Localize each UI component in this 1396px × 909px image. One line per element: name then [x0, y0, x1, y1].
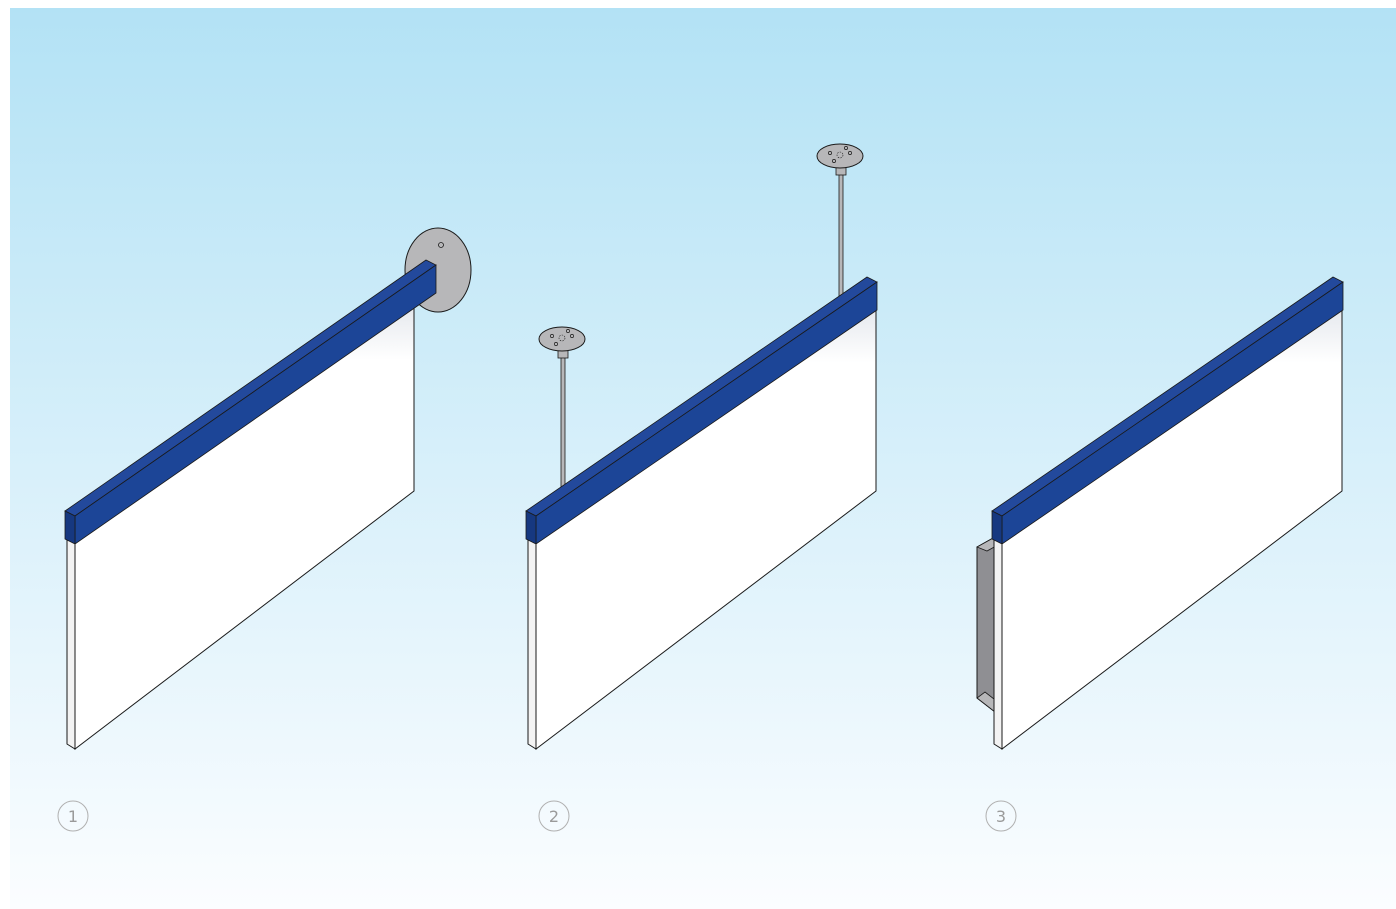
number-text: 1: [68, 807, 78, 826]
variant-1-wall-mount: [64, 227, 472, 751]
plate-screw-icon: [566, 329, 570, 333]
panel-edge: [527, 537, 537, 750]
suspension-rod-left: [560, 354, 566, 496]
plate-center-icon: [558, 334, 566, 342]
variant-number-3: 3: [985, 800, 1017, 832]
plate-screw-icon: [848, 151, 852, 155]
bar-side: [64, 510, 76, 545]
panel-edge: [66, 537, 76, 750]
variant-3-recessed-mount: [976, 276, 1344, 751]
variant-number-2: 2: [538, 800, 570, 832]
plate-screw-icon: [554, 342, 558, 346]
number-text: 3: [996, 807, 1006, 826]
number-circle: [57, 800, 89, 832]
number-text: 2: [549, 807, 559, 826]
recess-bracket-side: [976, 536, 996, 714]
plate-screw-icon: [844, 146, 848, 150]
plate-center-icon: [836, 151, 844, 159]
bar-side: [525, 510, 537, 545]
plate-screw-icon: [832, 159, 836, 163]
plate-screw-icon: [828, 151, 832, 155]
plate-screw-icon: [550, 334, 554, 338]
number-circle: [985, 800, 1017, 832]
suspension-rod-right: [838, 171, 844, 301]
bar-side: [991, 510, 1003, 545]
number-circle: [538, 800, 570, 832]
ceiling-plate-right: [816, 143, 864, 169]
plate-screw-icon: [570, 334, 574, 338]
disc-screw-icon: [438, 242, 444, 248]
ceiling-plate-left: [538, 326, 586, 352]
variant-2-ceiling-mount: [525, 143, 878, 751]
panel-edge: [993, 537, 1003, 750]
variant-number-1: 1: [57, 800, 89, 832]
